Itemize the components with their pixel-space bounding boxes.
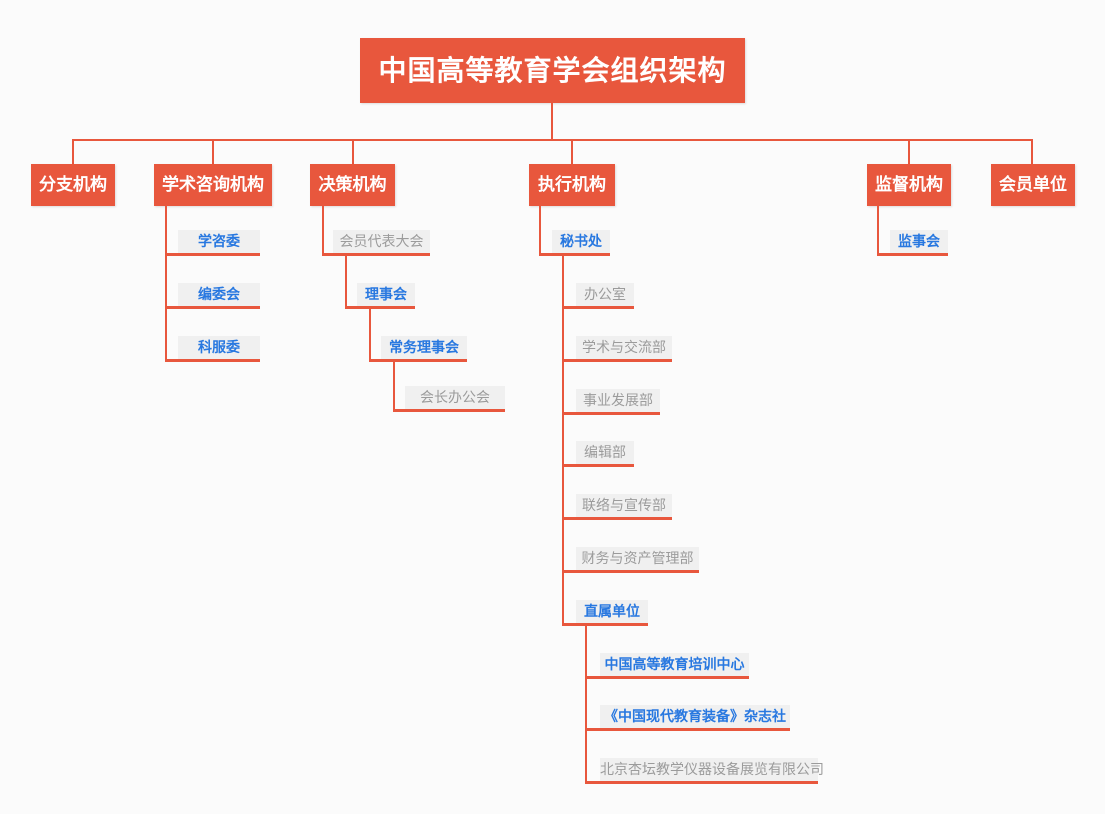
- connector-line: [539, 206, 541, 256]
- org-node[interactable]: 《中国现代教育装备》杂志社: [600, 705, 790, 728]
- org-node[interactable]: 学咨委: [178, 230, 260, 253]
- org-node: 联络与宣传部: [576, 494, 672, 517]
- connector-line: [393, 359, 395, 412]
- connector-line: [345, 253, 347, 309]
- node-underline: [585, 781, 818, 784]
- branch-box-member-units: 会员单位: [991, 164, 1075, 206]
- connector-line: [352, 139, 354, 164]
- node-underline: [562, 359, 672, 362]
- org-node[interactable]: 常务理事会: [381, 336, 467, 359]
- connector-line: [72, 139, 1033, 141]
- node-underline: [539, 253, 610, 256]
- connector-line: [562, 253, 564, 626]
- connector-line: [585, 623, 587, 784]
- org-node: 事业发展部: [576, 389, 660, 412]
- node-underline: [562, 464, 634, 467]
- org-node: 会长办公会: [405, 386, 505, 409]
- connector-line: [212, 139, 214, 164]
- branch-box-decision-making: 决策机构: [310, 164, 395, 206]
- branch-box-academic-advisory: 学术咨询机构: [154, 164, 272, 206]
- node-underline: [585, 728, 790, 731]
- node-underline: [165, 253, 260, 256]
- org-node[interactable]: 编委会: [178, 283, 260, 306]
- connector-line: [571, 139, 573, 164]
- org-node[interactable]: 直属单位: [576, 600, 648, 623]
- node-underline: [562, 517, 672, 520]
- org-node: 财务与资产管理部: [576, 547, 699, 570]
- branch-box-branch-orgs: 分支机构: [31, 164, 115, 206]
- org-node: 会员代表大会: [333, 230, 430, 253]
- connector-line: [1031, 139, 1033, 164]
- connector-line: [72, 139, 74, 164]
- org-node: 编辑部: [576, 441, 634, 464]
- chart-title: 中国高等教育学会组织架构: [360, 38, 745, 103]
- org-node: 办公室: [576, 283, 634, 306]
- node-underline: [393, 409, 505, 412]
- node-underline: [562, 306, 634, 309]
- node-underline: [322, 253, 430, 256]
- org-node[interactable]: 中国高等教育培训中心: [600, 653, 749, 676]
- connector-line: [877, 206, 879, 256]
- org-node[interactable]: 监事会: [890, 230, 948, 253]
- node-underline: [562, 570, 699, 573]
- node-underline: [165, 306, 260, 309]
- org-node[interactable]: 理事会: [357, 283, 415, 306]
- org-node: 学术与交流部: [576, 336, 672, 359]
- connector-line: [369, 306, 371, 362]
- node-underline: [585, 676, 749, 679]
- node-underline: [562, 412, 660, 415]
- org-node: 北京杏坛教学仪器设备展览有限公司: [600, 758, 824, 781]
- connector-line: [908, 139, 910, 164]
- node-underline: [165, 359, 260, 362]
- node-underline: [345, 306, 415, 309]
- node-underline: [369, 359, 467, 362]
- connector-line: [165, 206, 167, 362]
- org-node[interactable]: 秘书处: [552, 230, 610, 253]
- connector-line: [551, 103, 553, 141]
- node-underline: [877, 253, 948, 256]
- node-underline: [562, 623, 648, 626]
- org-node[interactable]: 科服委: [178, 336, 260, 359]
- branch-box-executive: 执行机构: [529, 164, 615, 206]
- connector-line: [322, 206, 324, 256]
- branch-box-supervisory: 监督机构: [867, 164, 951, 206]
